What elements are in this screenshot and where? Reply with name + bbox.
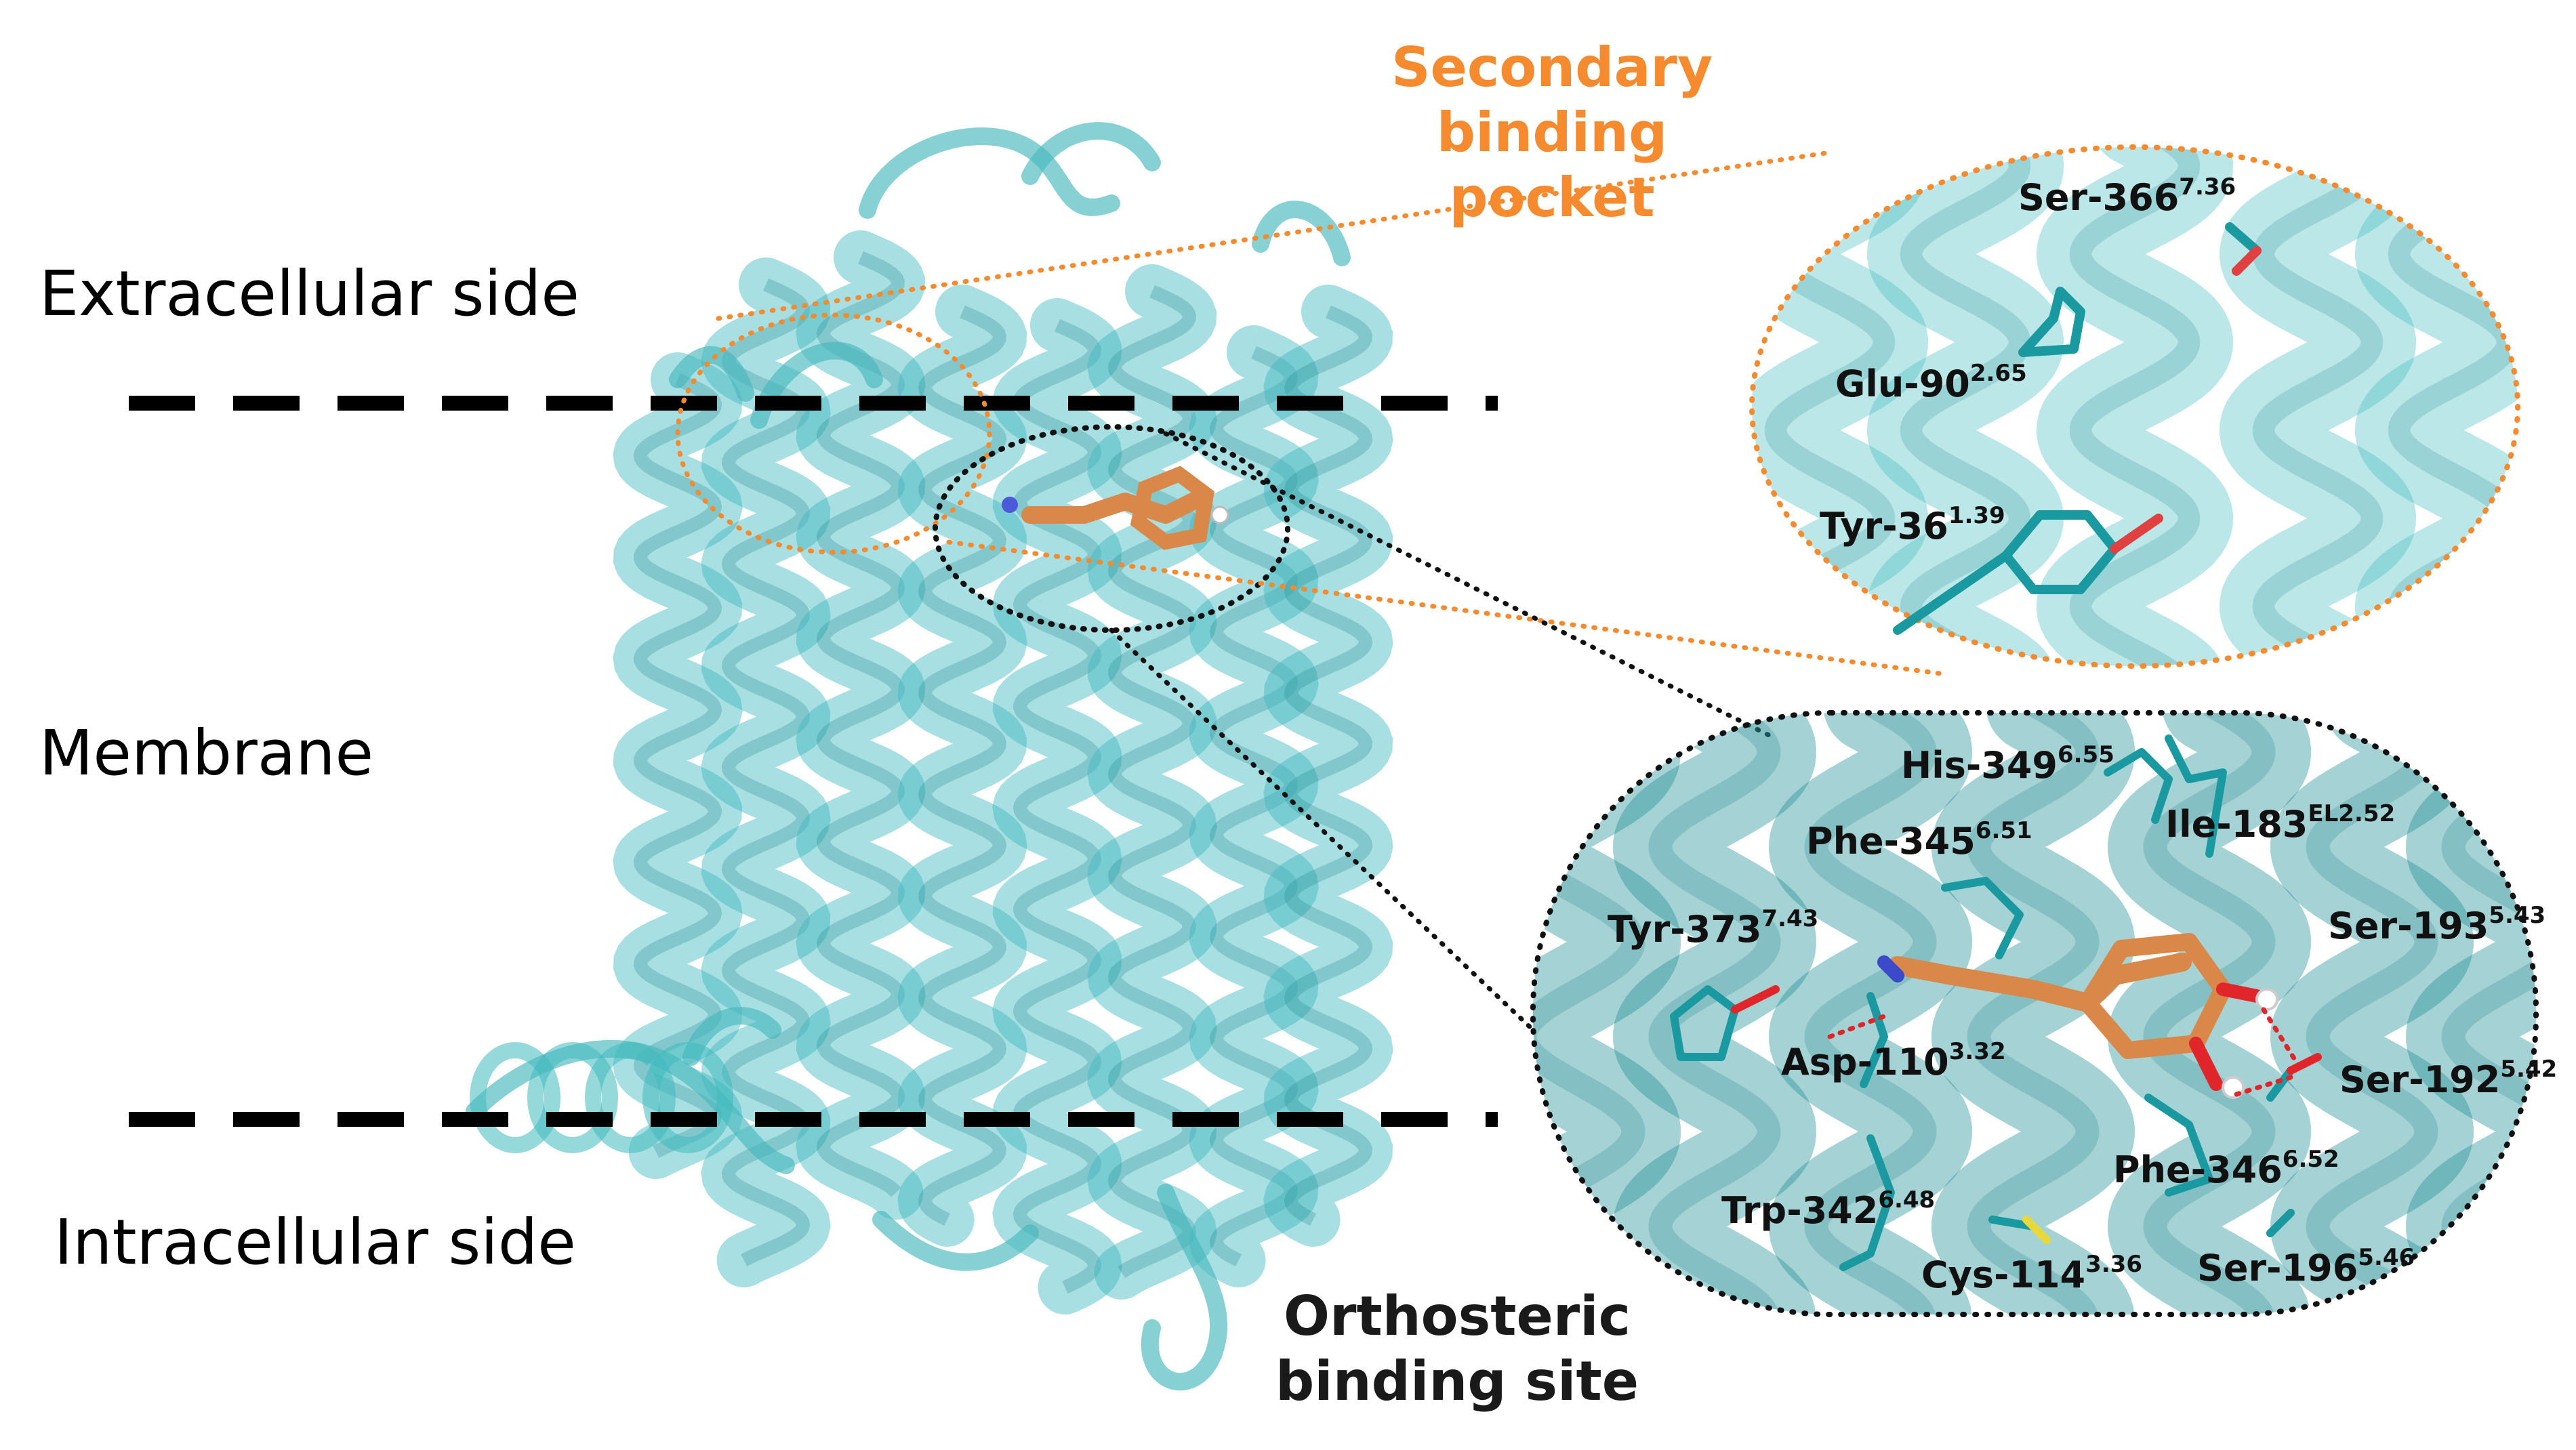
helix-ribbon — [1769, 713, 1972, 1314]
residue-label: His-3496.55 — [1901, 741, 2114, 787]
helix8-turn — [642, 1042, 733, 1153]
connector-lines — [716, 150, 1948, 1033]
residue-label: Glu-902.65 — [1835, 360, 2027, 405]
helix-ribbon-edge — [2252, 147, 2384, 666]
helix-ribbon — [2036, 147, 2234, 666]
helix-ribbon-edge — [1900, 147, 2031, 666]
receptor-helices — [613, 230, 1393, 1314]
helix-ribbon-edge — [816, 251, 905, 1197]
helix-ribbon-edge — [1284, 305, 1373, 1226]
helix-ribbon-edge — [1967, 713, 2100, 1314]
residue-label: Ser-3667.36 — [2018, 173, 2236, 219]
orthosteric-site-zoom — [1530, 710, 2539, 1317]
residue-label: Tyr-3737.43 — [1608, 905, 1819, 951]
residue-label: Ser-1935.43 — [2328, 902, 2546, 947]
secondary-pocket-outline — [675, 312, 992, 555]
secondary-pocket-label-line1: Secondary — [1391, 36, 1713, 99]
helix-ribbon — [2108, 713, 2311, 1314]
helix-ribbon — [701, 257, 831, 1287]
residue-label: Ile-183EL2.52 — [2165, 800, 2396, 846]
helix8-turn — [470, 1042, 560, 1153]
residue-label: Trp-3426.48 — [1721, 1186, 1936, 1232]
residue-label: Phe-3456.51 — [1806, 817, 2032, 863]
membrane-label: Membrane — [39, 717, 374, 789]
helix-8 — [470, 1042, 733, 1153]
helix-ribbon-edge — [1209, 346, 1299, 1266]
helix-ribbon — [897, 285, 1027, 1247]
orthosteric-site-label-line2: binding site — [1275, 1350, 1639, 1413]
secondary-pocket-label: Secondary binding pocket — [1342, 35, 1762, 230]
helix-ribbon — [1866, 147, 2064, 666]
orthosteric-site-outline — [933, 424, 1290, 633]
helix8-turn — [527, 1042, 618, 1153]
extracellular-label: Extracellular side — [39, 257, 579, 330]
residue-label: Cys-1143.36 — [1921, 1251, 2142, 1296]
helix-ribbon — [1931, 713, 2135, 1314]
helix-ribbon — [1189, 325, 1319, 1287]
residue-label: Phe-3466.52 — [2113, 1146, 2339, 1191]
helix-ribbon — [796, 230, 926, 1220]
helix-ribbon — [1263, 285, 1393, 1247]
helix-ribbon — [2270, 713, 2474, 1314]
residue-label: Ser-1925.42 — [2339, 1056, 2558, 1101]
helix-ribbon-edge — [918, 305, 1007, 1226]
helix-ribbon-edge — [2306, 713, 2438, 1314]
helix-ribbon-edge — [2069, 147, 2201, 666]
residue-label: Ser-1965.46 — [2197, 1244, 2415, 1289]
orthosteric-site-label: Orthosteric binding site — [1261, 1284, 1654, 1414]
residue-label: Asp-1103.32 — [1781, 1038, 2006, 1083]
secondary-pocket-label-line2: binding pocket — [1436, 101, 1668, 229]
intracellular-label: Intracellular side — [54, 1206, 576, 1279]
ligand-main — [1002, 465, 1229, 550]
orthosteric-site-label-line1: Orthosteric — [1283, 1285, 1631, 1348]
residue-label: Tyr-361.39 — [1820, 502, 2005, 547]
helix-ribbon-edge — [1804, 713, 1937, 1314]
helix8-turn — [585, 1042, 676, 1153]
helix-ribbon — [1087, 264, 1217, 1300]
helix-ribbon-edge — [721, 278, 811, 1266]
helix-ribbon — [992, 298, 1122, 1314]
helix-ribbon-edge — [1107, 285, 1197, 1279]
helix-ribbon — [2219, 147, 2417, 666]
helix-ribbon-edge — [2143, 713, 2276, 1314]
helix-ribbon-edge — [1013, 318, 1102, 1294]
